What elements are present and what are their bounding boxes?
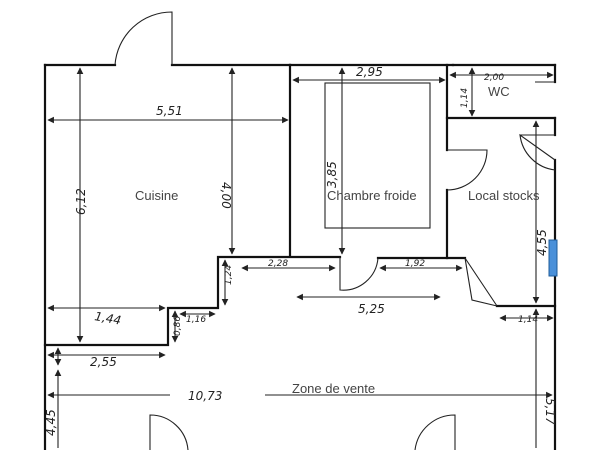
doors: [114, 11, 556, 450]
dim-stocks-bottom: 1,14: [518, 315, 538, 325]
dim-step-c: 1,16: [186, 315, 206, 325]
dim-vente-left-h: 4,45: [44, 409, 58, 436]
dim-vente-right: 5,17: [543, 398, 557, 425]
window: [548, 239, 558, 277]
dim-cuisine-bottom: 1,44: [93, 309, 122, 327]
door-vente-left: [149, 414, 189, 450]
dimension-lines: [47, 67, 554, 448]
dim-step-b: 0,86: [173, 316, 183, 336]
walls: [43, 63, 557, 450]
chambre-inner-box: [324, 82, 431, 229]
dim-opening-2: 1,92: [405, 259, 425, 269]
door-stocks-left: [446, 149, 488, 191]
door-cuisine-top: [114, 11, 173, 66]
dim-step-a: 1,24: [224, 265, 234, 285]
dim-chambre-width: 2,95: [356, 65, 383, 79]
dim-vente-width: 10,73: [188, 389, 222, 403]
dim-cuisine-width: 5,51: [156, 104, 183, 118]
wall-bottom-stepped: [43, 255, 342, 347]
room-label-wc: WC: [488, 84, 510, 99]
room-label-cuisine: Cuisine: [135, 188, 178, 203]
door-stocks-right: [519, 133, 556, 171]
dim-chambre-height: 3,85: [325, 161, 339, 188]
door-vente-right: [414, 414, 456, 450]
dim-stocks-height: 4,55: [535, 229, 549, 256]
dim-corridor: 5,25: [358, 302, 385, 316]
room-label-local-stocks: Local stocks: [468, 188, 540, 203]
dim-cuisine-inner: 4,00: [219, 182, 233, 209]
room-label-chambre-froide: Chambre froide: [327, 188, 417, 203]
dim-wc-width: 2,00: [484, 73, 504, 83]
room-label-zone-vente: Zone de vente: [292, 381, 375, 396]
door-chambre: [339, 257, 379, 291]
door-stocks-bottom: [464, 257, 498, 307]
dim-wc-height: 1,14: [460, 88, 470, 108]
dim-opening-1: 2,28: [268, 259, 288, 269]
dim-vente-left: 2,55: [90, 355, 117, 369]
dim-cuisine-height: 6,12: [74, 188, 88, 215]
